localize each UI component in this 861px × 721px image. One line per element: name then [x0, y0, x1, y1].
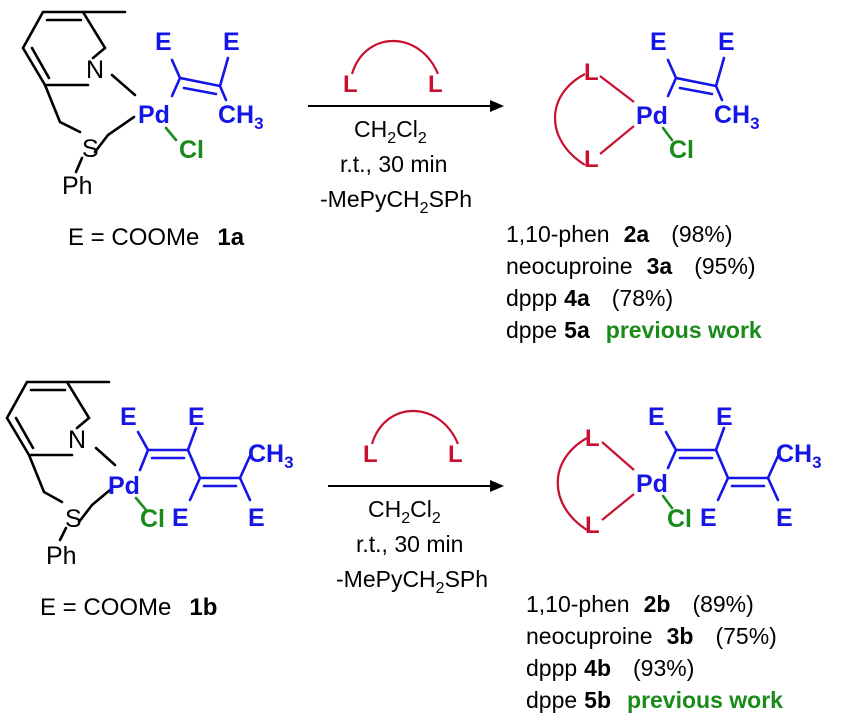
arrow-head-b [490, 480, 504, 492]
pyridine-double-bonds-1b [14, 388, 67, 450]
reaction-arrow-b: L L CH2Cl2 r.t., 30 min -MePyCH2SPh [328, 410, 504, 597]
product-l-pd-bonds-b [601, 441, 635, 521]
product-ligand-arc-b [556, 437, 588, 531]
product-vinyl-a [666, 56, 726, 102]
product-e-a-1: E [650, 28, 667, 56]
product-e-b-2: E [716, 403, 733, 431]
pyridine-double-bonds-1a [30, 18, 83, 80]
temp-time-b: r.t., 30 min [356, 531, 463, 557]
pd-atom-1a: Pd [138, 101, 170, 129]
n-atom-1a: N [86, 56, 104, 84]
diene-double-bonds-1b [150, 456, 238, 488]
product-ligand-arc-a [553, 73, 586, 166]
product-pd-b: Pd [636, 470, 668, 498]
product-complex-a: L L Pd Cl E E CH3 [553, 28, 760, 173]
pd-cl-bond-1a [164, 126, 178, 142]
s-ph-bond-1a [74, 156, 84, 174]
product-pd-cl-bond-b [661, 494, 674, 510]
product-cl-b: Cl [667, 505, 692, 533]
product-vinyl-double-a [678, 86, 714, 96]
n-atom-1b: N [68, 426, 86, 454]
pd-cl-bond-1b [134, 496, 148, 512]
pyridine-ring-1a [21, 10, 107, 87]
ph-group-1a: Ph [62, 172, 93, 200]
start-complex-1a: N Pd Cl S Ph E E CH3 [21, 10, 264, 200]
solvent-a: CH2Cl2 [354, 116, 427, 147]
ligand-arc-b [370, 410, 460, 445]
ch3-group-1a: CH3 [218, 101, 264, 133]
n-pd-bond-1b [94, 446, 117, 467]
cl-atom-1b: Cl [140, 505, 165, 533]
product-ch3-a: CH3 [714, 101, 760, 133]
e-group-1a-2: E [223, 28, 240, 56]
ph-group-1b: Ph [46, 542, 77, 570]
s-atom-1a: S [82, 135, 99, 163]
product-e-b-1: E [648, 403, 665, 431]
product-pd-cl-bond-a [661, 126, 674, 142]
arrow-head-a [490, 100, 504, 112]
product-e-b-4: E [776, 504, 793, 532]
ligand-l-b-2: L [448, 441, 463, 468]
vinyl-double-bond-1a [182, 86, 218, 96]
linker-bonds-1a [43, 83, 136, 154]
s-atom-1b: S [65, 505, 82, 533]
e-group-1a-1: E [155, 28, 172, 56]
ligand-l-a-2: L [428, 71, 443, 98]
product-l-b-1: L [585, 425, 600, 452]
product-l-b-2: L [585, 512, 600, 539]
cl-atom-1a: Cl [179, 136, 204, 164]
product-l-a-2: L [584, 146, 599, 173]
product-diene-double-b [678, 456, 766, 488]
product-ch3-b: CH3 [776, 440, 822, 472]
product-pd-a: Pd [636, 102, 668, 130]
diene-bonds-1b [136, 426, 252, 502]
n-pd-bond-1a [110, 73, 137, 97]
pd-atom-1b: Pd [108, 472, 140, 500]
product-e-b-3: E [700, 504, 717, 532]
product-l-pd-bonds-a [599, 75, 635, 155]
e-group-1b-4: E [248, 504, 265, 532]
vinyl-bonds-1a [170, 56, 230, 102]
solvent-b: CH2Cl2 [368, 496, 441, 527]
product-l-a-1: L [584, 59, 599, 86]
reaction-arrow-a: L L CH2Cl2 r.t., 30 min -MePyCH2SPh [308, 40, 504, 217]
temp-time-a: r.t., 30 min [340, 151, 447, 177]
pyridine-ring-1b [5, 380, 91, 457]
byproduct-a: -MePyCH2SPh [320, 186, 472, 217]
ligand-arc-a [350, 40, 440, 75]
e-group-1b-1: E [120, 403, 137, 431]
byproduct-b: -MePyCH2SPh [336, 566, 488, 597]
start-complex-1b: N Pd Cl S Ph E E E E CH3 [5, 380, 294, 570]
product-e-a-2: E [718, 28, 735, 56]
s-ph-bond-1b [58, 526, 68, 542]
e-group-1b-2: E [188, 403, 205, 431]
product-diene-b [664, 426, 780, 502]
e-group-1b-3: E [172, 504, 189, 532]
ligand-l-a-1: L [343, 71, 358, 98]
linker-bonds-1b [27, 453, 112, 524]
ch3-group-1b: CH3 [248, 440, 294, 472]
product-complex-b: L L Pd Cl E E E E CH3 [556, 403, 822, 539]
ligand-l-b-1: L [363, 441, 378, 468]
product-cl-a: Cl [669, 136, 694, 164]
